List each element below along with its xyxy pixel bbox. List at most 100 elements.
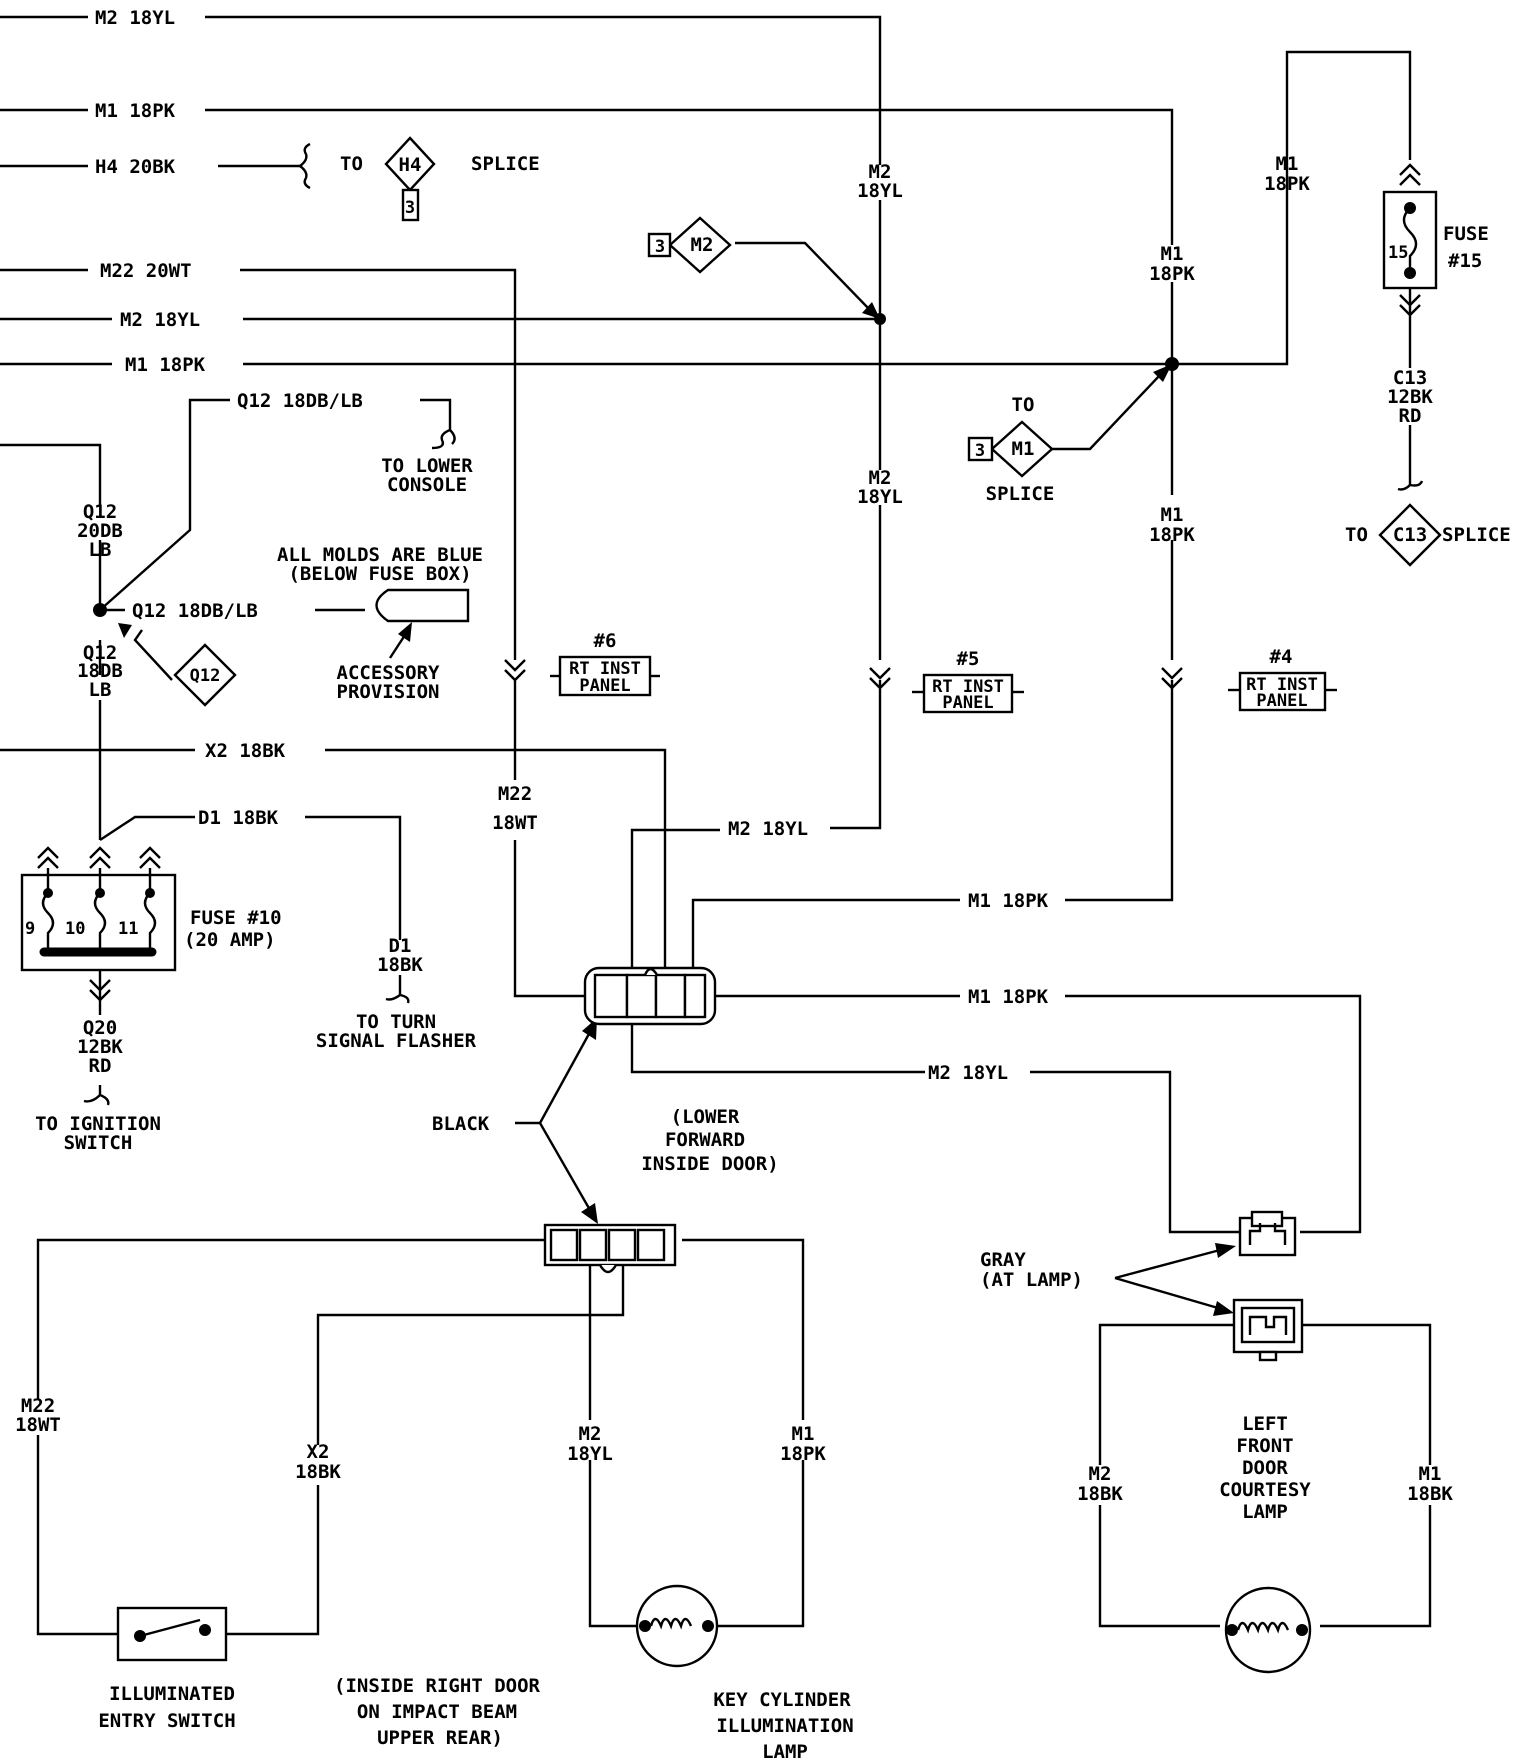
label-line: M1: [1161, 504, 1184, 526]
key-cylinder-lamp: [635, 1584, 719, 1668]
note-line: PROVISION: [337, 681, 440, 703]
note-line: ACCESSORY: [337, 662, 441, 684]
note-line: (INSIDE RIGHT DOOR: [334, 1675, 540, 1697]
note-line: GRAY: [980, 1249, 1026, 1271]
splice-h4: H4 3 TO SPLICE: [340, 136, 540, 222]
note-line: LAMP: [1242, 1501, 1288, 1523]
wire-label: Q12 18DB/LB: [237, 390, 363, 412]
splice-label: M1: [1012, 438, 1035, 460]
notes: TO LOWER CONSOLE ALL MOLDS ARE BLUE (BEL…: [35, 455, 1311, 1758]
note-line: UPPER REAR): [377, 1727, 503, 1749]
connector-chevrons: [37, 163, 1421, 1002]
label-line: 18YL: [567, 1443, 613, 1465]
panel-line1: RT INST: [932, 677, 1004, 697]
label-line: M1: [792, 1423, 815, 1445]
label-line: 12BK: [1387, 386, 1433, 408]
to-label: TO: [1345, 524, 1368, 546]
splice-m1: M1 3 TO SPLICE: [967, 394, 1055, 505]
label-line: 18BK: [295, 1461, 341, 1483]
note-line: LAMP: [762, 1741, 808, 1758]
label-line: LB: [89, 679, 112, 701]
splice-word: SPLICE: [471, 153, 540, 175]
fuse-number: #15: [1448, 250, 1482, 272]
to-label: TO: [340, 153, 363, 175]
label-line: Q20: [83, 1017, 117, 1039]
note-black: BLACK: [432, 1113, 490, 1135]
wire-label: M1 18PK: [95, 100, 176, 122]
wire-label: D1 18BK: [198, 807, 279, 829]
note-line: TO LOWER: [381, 455, 473, 477]
wire-label: M1 18PK: [968, 986, 1049, 1008]
label-line: M2: [1089, 1463, 1112, 1485]
splice-dots: [93, 313, 1179, 617]
door-connector-upper: [583, 966, 717, 1026]
panel-6: #6 RT INST PANEL: [550, 630, 660, 697]
note-line: CONSOLE: [387, 474, 467, 496]
note-line: ON IMPACT BEAM: [357, 1701, 517, 1723]
label-line: 18BK: [1077, 1483, 1123, 1505]
wire-label: M22 20WT: [100, 260, 192, 282]
label-line: 18DB: [77, 660, 123, 682]
panel-line1: RT INST: [569, 659, 641, 679]
wire-label: M1 18PK: [125, 354, 206, 376]
label-line: 18PK: [780, 1443, 826, 1465]
wire-label: M2 18YL: [928, 1062, 1008, 1084]
splice-number: 3: [405, 198, 415, 218]
label-line: LB: [89, 539, 112, 561]
panel-line2: PANEL: [1256, 691, 1307, 711]
panel-number: #4: [1270, 646, 1293, 668]
splice-q12: Q12: [173, 643, 237, 707]
label-line: Q12: [83, 642, 117, 664]
wire-label: M1 18PK: [968, 890, 1049, 912]
note-line: ENTRY SWITCH: [98, 1710, 235, 1732]
panel-line2: PANEL: [942, 693, 993, 713]
note-line: (LOWER: [671, 1106, 740, 1128]
panel-line1: RT INST: [1246, 675, 1318, 695]
wire-labels: M2 18YL M1 18PK H4 20BK M22 20WT M2 18YL…: [95, 7, 1049, 1084]
courtesy-lamp: [1224, 1586, 1312, 1674]
label-line: RD: [89, 1055, 112, 1077]
label-line: C13: [1393, 367, 1427, 389]
label-line: 18PK: [1264, 173, 1310, 195]
lamp-connector-gray-lower: [1232, 1298, 1304, 1362]
wire-label: M2 18YL: [95, 7, 175, 29]
splice-number: 3: [975, 441, 985, 461]
wire-label: X2 18BK: [205, 740, 286, 762]
label-line: 12BK: [77, 1036, 123, 1058]
note-line: DOOR: [1242, 1457, 1288, 1479]
note-line: FRONT: [1236, 1435, 1293, 1457]
label-line: 18WT: [492, 812, 538, 834]
note-line: (AT LAMP): [980, 1269, 1083, 1291]
accessory-provision: [375, 588, 470, 623]
splice-m2: M2 3: [647, 216, 732, 274]
to-label: TO: [1012, 394, 1035, 416]
wire-label: Q12 18DB/LB: [132, 600, 258, 622]
label-line: 18PK: [1149, 263, 1195, 285]
label-line: X2: [307, 1441, 330, 1463]
label-line: M1: [1276, 153, 1299, 175]
fuse-rating: (20 AMP): [184, 929, 276, 951]
wires: [0, 15, 1432, 1636]
fuse-title: FUSE #10: [190, 907, 282, 929]
fuse-title: FUSE: [1443, 223, 1489, 245]
fuse-inner-number: 15: [1388, 243, 1408, 263]
label-line: 18BK: [377, 954, 423, 976]
note-line: COURTESY: [1219, 1479, 1311, 1501]
splice-label: Q12: [190, 666, 221, 686]
label-line: M22: [21, 1395, 55, 1417]
note-line: ALL MOLDS ARE BLUE: [277, 544, 483, 566]
fuse-10: 9 10 11 FUSE #10 (20 AMP): [20, 868, 282, 972]
label-line: M1: [1419, 1463, 1442, 1485]
panel-5: #5 RT INST PANEL: [912, 648, 1024, 714]
note-line: (BELOW FUSE BOX): [288, 563, 471, 585]
illuminated-entry-switch: [116, 1606, 228, 1662]
lamp-connector-gray-upper: [1238, 1210, 1297, 1257]
note-line: KEY CYLINDER: [713, 1689, 851, 1711]
splice-word: SPLICE: [986, 483, 1055, 505]
note-line: TO TURN: [356, 1011, 436, 1033]
fuse-15: 15 FUSE #15: [1382, 190, 1489, 290]
panel-4: #4 RT INST PANEL: [1228, 646, 1337, 712]
label-line: 20DB: [77, 520, 123, 542]
